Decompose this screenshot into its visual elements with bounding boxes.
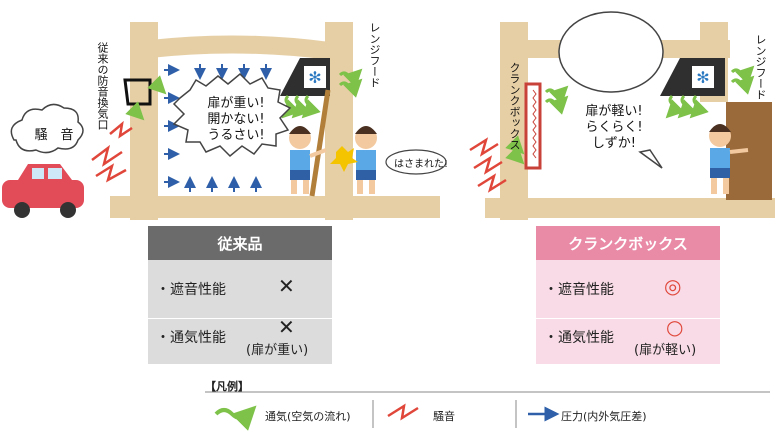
crankbox-row-sound: ・遮音性能 ◎ xyxy=(536,260,720,319)
left-ceiling xyxy=(150,35,330,60)
noise-zigzag-left xyxy=(91,120,133,183)
air-mark: ✕ xyxy=(278,315,295,339)
left-bubble-line-3: うるさい! xyxy=(207,128,265,143)
right-bubble-text: 扉が軽い! らくらく! しずか! xyxy=(574,104,654,152)
right-range-hood: ✻ xyxy=(660,58,725,96)
left-bubble-text: 扉が重い! 開かない! うるさい! xyxy=(196,96,276,144)
hood-label-left: レンジフード xyxy=(368,22,381,88)
hood-label-right: レンジフード xyxy=(754,34,767,100)
conventional-header: 従来品 xyxy=(148,226,332,260)
air-mark: ○ xyxy=(666,315,684,339)
kid-pinched xyxy=(330,126,377,194)
left-vent-pipe xyxy=(123,78,152,106)
air-label: ・通気性能 xyxy=(544,330,614,346)
sound-mark: ◎ xyxy=(664,274,682,298)
air-note: (扉が重い) xyxy=(246,343,309,358)
right-floor xyxy=(485,198,775,218)
vent-label: 従来の防音換気口 xyxy=(96,42,109,130)
sound-mark: ✕ xyxy=(278,274,295,298)
air-note: (扉が軽い) xyxy=(634,343,697,358)
left-bubble-line-1: 扉が重い! xyxy=(207,96,265,111)
crank-box xyxy=(524,82,542,170)
air-legend-icon xyxy=(214,405,257,431)
kid-pushing xyxy=(289,126,327,194)
air-arrows-left xyxy=(125,68,363,121)
sound-label: ・遮音性能 xyxy=(544,282,614,298)
left-bubble-line-2: 開かない! xyxy=(207,112,265,127)
noise-cloud xyxy=(10,103,84,154)
crankbox-header: クランクボックス xyxy=(536,226,720,260)
left-house: ✻ xyxy=(2,22,447,220)
right-speech-bubble xyxy=(558,11,664,169)
pressure-arrows-bottom xyxy=(184,176,262,192)
pressure-arrows-left xyxy=(164,64,180,188)
legend: 【凡例】 通気(空気の流れ) 騒音 圧力(内外気圧差) xyxy=(205,380,770,434)
kid-happy xyxy=(709,124,749,194)
left-floor xyxy=(110,196,440,218)
air-label: ・通気性能 xyxy=(156,330,226,346)
left-door xyxy=(309,89,331,197)
conventional-row-sound: ・遮音性能 ✕ xyxy=(148,260,332,319)
legend-pressure: 圧力(内外気圧差) xyxy=(561,410,647,423)
right-house: ✻ xyxy=(469,11,775,220)
sound-label: ・遮音性能 xyxy=(156,282,226,298)
air-arrows-right xyxy=(505,65,755,165)
noise-legend-icon xyxy=(387,403,419,421)
crankbox-row-air: ・通気性能 ○ (扉が軽い) xyxy=(536,315,720,364)
conventional-table: 従来品 ・遮音性能 ✕ ・通気性能 ✕ (扉が重い) xyxy=(148,226,332,364)
right-bubble-line-1: 扉が軽い! xyxy=(585,104,643,119)
fan-icon: ✻ xyxy=(308,68,321,87)
noise-zigzag-right xyxy=(469,137,507,193)
fan-icon-right: ✻ xyxy=(696,68,709,87)
legend-air: 通気(空気の流れ) xyxy=(265,410,351,423)
small-speech-bubble xyxy=(385,149,447,175)
pressure-arrows-top xyxy=(194,64,272,80)
legend-noise: 騒音 xyxy=(433,410,455,423)
noise-cloud-text: 騒 音 xyxy=(34,128,74,143)
legend-title: 【凡例】 xyxy=(205,380,249,393)
legend-graphics xyxy=(205,391,770,431)
conventional-row-air: ・通気性能 ✕ (扉が重い) xyxy=(148,315,332,364)
right-bubble-line-3: しずか! xyxy=(592,136,636,151)
left-speech-bubble xyxy=(172,72,292,158)
left-range-hood: ✻ xyxy=(280,58,330,96)
crank-label: クランクボックス xyxy=(508,62,521,150)
crankbox-table: クランクボックス ・遮音性能 ◎ ・通気性能 ○ (扉が軽い) xyxy=(536,226,720,364)
right-bubble-line-2: らくらく! xyxy=(585,120,643,135)
car xyxy=(2,164,84,218)
small-bubble-text: はさまれた! xyxy=(394,159,449,170)
